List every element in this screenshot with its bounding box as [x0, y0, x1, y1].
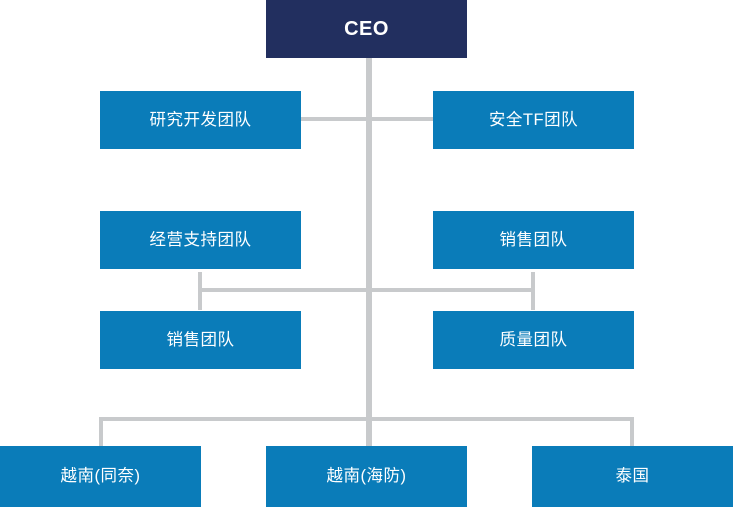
node-ceo[interactable]: CEO [266, 0, 467, 58]
node-sales-team-left[interactable]: 销售团队 [100, 311, 301, 369]
node-business-support-team[interactable]: 经营支持团队 [100, 211, 301, 269]
node-rd-team[interactable]: 研究开发团队 [100, 91, 301, 149]
node-business-support-team-label: 经营支持团队 [149, 230, 252, 249]
node-site-thailand[interactable]: 泰国 [532, 446, 733, 507]
node-safety-tf-team[interactable]: 安全TF团队 [433, 91, 634, 149]
connector-level1-horizontal [300, 117, 434, 121]
node-sales-team-right[interactable]: 销售团队 [433, 211, 634, 269]
node-rd-team-label: 研究开发团队 [149, 110, 252, 129]
connector-sites-horizontal [99, 417, 634, 421]
trunk-line-main [366, 58, 372, 418]
node-quality-team-label: 质量团队 [499, 330, 568, 349]
node-site-vietnam-dongnai-label: 越南(同奈) [60, 467, 141, 486]
node-ceo-label: CEO [344, 18, 389, 40]
node-safety-tf-team-label: 安全TF团队 [488, 110, 579, 129]
connector-level3-horizontal [198, 288, 535, 292]
node-site-vietnam-haiphong[interactable]: 越南(海防) [266, 446, 467, 507]
node-site-vietnam-haiphong-label: 越南(海防) [326, 467, 407, 486]
node-quality-team[interactable]: 质量团队 [433, 311, 634, 369]
node-site-thailand-label: 泰国 [615, 467, 650, 486]
connector-site-right-vertical [630, 417, 634, 446]
connector-site-left-vertical [99, 417, 103, 446]
node-sales-team-right-label: 销售团队 [499, 230, 568, 249]
trunk-line-to-center-site [366, 418, 372, 446]
node-sales-team-left-label: 销售团队 [166, 330, 235, 349]
node-site-vietnam-dongnai[interactable]: 越南(同奈) [0, 446, 201, 507]
